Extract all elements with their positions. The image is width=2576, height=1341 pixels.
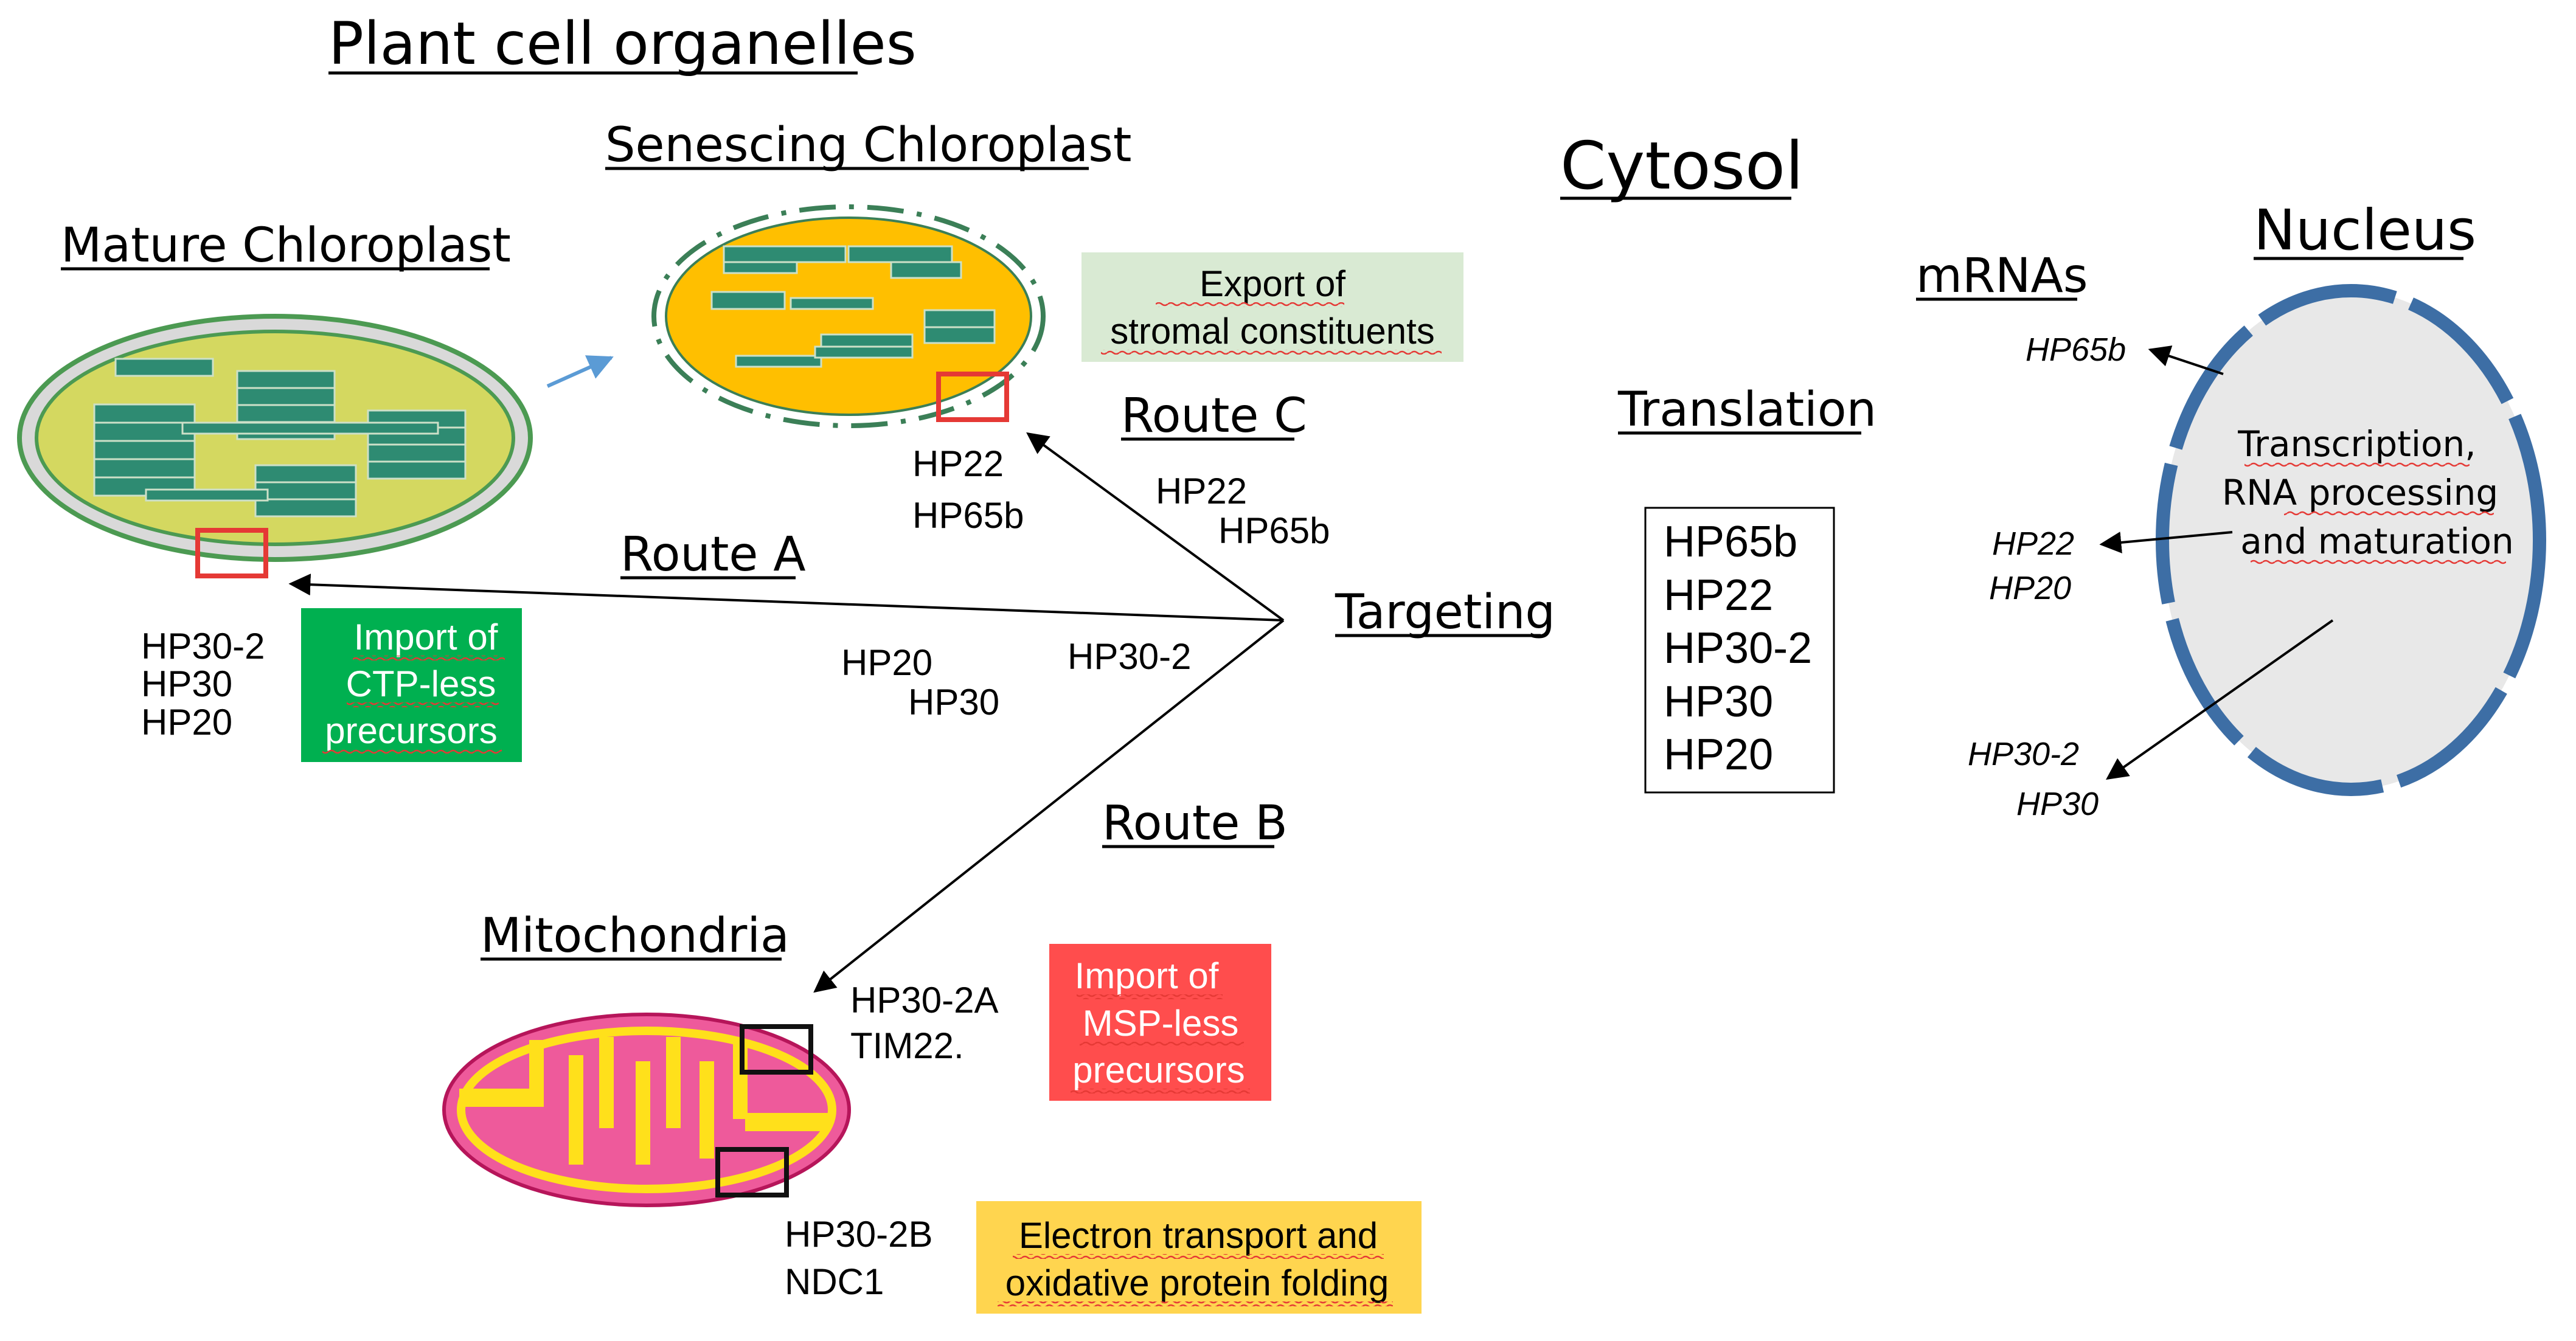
nucleus-text-3: and maturation xyxy=(2240,521,2514,562)
nucleus-text-2: RNA processing xyxy=(2222,472,2498,513)
translation-item-1: HP65b xyxy=(1664,518,1797,566)
import-ctp-line-1: Import of xyxy=(354,617,498,657)
senescence-arrow xyxy=(546,355,614,388)
mitochondrion xyxy=(442,1013,851,1207)
mrna-arrow-top xyxy=(2148,345,2224,375)
thylakoid-grana xyxy=(93,358,467,518)
mrna-label-hp20: HP20 xyxy=(1989,570,2071,606)
import-ctp-line-2: CTP-less xyxy=(346,664,496,704)
senescing-label-hp22: HP22 xyxy=(912,443,1004,484)
route-a-arrow xyxy=(288,573,1284,622)
targeting-label: Targeting xyxy=(1335,585,1555,640)
translation-item-5: HP20 xyxy=(1664,730,1773,779)
export-box-line-1: Export of xyxy=(1199,263,1345,304)
export-box-line-2: stromal constituents xyxy=(1110,311,1435,352)
nucleus-heading: Nucleus xyxy=(2254,198,2476,263)
electron-transport-box: Electron transport and oxidative protein… xyxy=(976,1201,1422,1314)
mrnas-label: mRNAs xyxy=(1916,249,2088,303)
import-msp-box: Import of MSP-less precursors xyxy=(1049,944,1271,1101)
export-box: Export of stromal constituents xyxy=(1081,252,1463,362)
translation-item-3: HP30-2 xyxy=(1664,624,1812,673)
import-msp-line-3: precursors xyxy=(1072,1050,1245,1090)
translation-item-4: HP30 xyxy=(1664,677,1773,726)
mature-label-hp30: HP30 xyxy=(141,664,232,704)
mito-label-ndc1: NDC1 xyxy=(785,1261,884,1302)
route-b-label: Route B xyxy=(1102,796,1288,851)
senescing-export-site xyxy=(936,372,1009,422)
senescing-chloroplast-heading: Senescing Chloroplast xyxy=(605,118,1131,173)
mrna-label-hp30: HP30 xyxy=(2016,786,2099,822)
nucleus: Transcription, RNA processing and matura… xyxy=(2156,284,2546,796)
page-title: Plant cell organelles xyxy=(328,10,917,78)
senescing-label-hp65b: HP65b xyxy=(912,495,1024,536)
cristae xyxy=(459,1037,830,1165)
electron-box-line-2: oxidative protein folding xyxy=(1005,1263,1389,1303)
mito-label-hp30-2a: HP30-2A xyxy=(850,980,998,1020)
chloroplast-import-site xyxy=(195,528,268,578)
translation-list: HP65b HP22 HP30-2 HP30 HP20 xyxy=(1644,507,1835,794)
mature-label-hp30-2: HP30-2 xyxy=(141,626,265,667)
senescing-chloroplast xyxy=(651,204,1046,428)
mature-chloroplast xyxy=(17,314,533,578)
route-c-label: Route C xyxy=(1121,389,1307,443)
route-a-label: Route A xyxy=(620,527,806,582)
route-a-hp30: HP30 xyxy=(908,682,999,722)
mrna-arrow-bot xyxy=(2106,619,2334,780)
import-ctp-box: Import of CTP-less precursors xyxy=(301,608,522,762)
route-c-hp22: HP22 xyxy=(1156,471,1247,511)
mrna-label-hp65b: HP65b xyxy=(2026,331,2126,368)
nucleus-text-1: Transcription, xyxy=(2237,423,2476,465)
route-a-hp30-2: HP30-2 xyxy=(1068,636,1191,677)
translation-item-2: HP22 xyxy=(1664,571,1773,620)
mrna-label-hp30-2: HP30-2 xyxy=(1968,736,2079,772)
mito-label-tim22: TIM22. xyxy=(850,1025,964,1066)
mito-inner-import-site xyxy=(715,1147,789,1197)
mature-label-hp20: HP20 xyxy=(141,702,232,743)
route-b-arrow xyxy=(813,619,1285,993)
route-c-arrow xyxy=(1026,432,1285,622)
cytosol-heading: Cytosol xyxy=(1560,128,1804,204)
mature-chloroplast-heading: Mature Chloroplast xyxy=(61,218,511,273)
mrna-arrow-mid xyxy=(2099,531,2233,553)
import-ctp-line-3: precursors xyxy=(325,710,497,751)
import-msp-line-1: Import of xyxy=(1075,955,1219,996)
mito-label-hp30-2b: HP30-2B xyxy=(785,1214,932,1255)
translation-heading: Translation xyxy=(1617,383,1876,437)
degrading-thylakoids xyxy=(710,245,996,368)
mitochondria-heading: Mitochondria xyxy=(481,909,790,963)
route-a-hp20: HP20 xyxy=(841,642,932,683)
import-msp-line-2: MSP-less xyxy=(1083,1003,1239,1044)
route-c-hp65b: HP65b xyxy=(1218,510,1330,551)
mito-outer-import-site xyxy=(740,1024,813,1075)
mrna-label-hp22: HP22 xyxy=(1992,525,2074,562)
electron-box-line-1: Electron transport and xyxy=(1019,1215,1378,1256)
